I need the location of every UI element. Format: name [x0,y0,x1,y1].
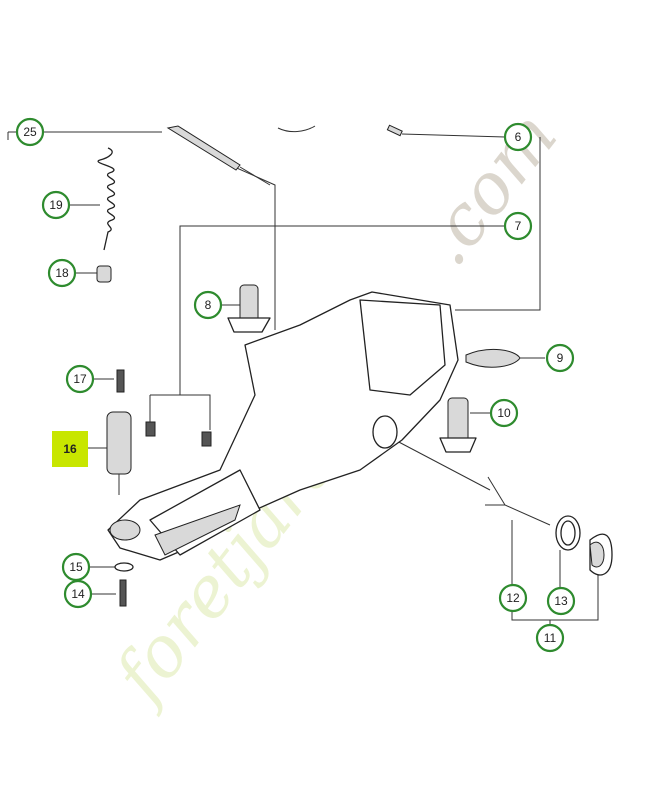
callout-12-label: 12 [506,591,520,605]
callout-15: 15 [61,552,91,582]
part-cable-top [277,125,316,133]
callout-15-label: 15 [69,560,83,574]
part-damper-16 [106,411,132,495]
callout-9-label: 9 [557,351,564,365]
callout-10: 10 [489,398,519,428]
callout-25: 25 [15,117,45,147]
part-grip-9 [465,348,521,368]
part-spring-19 [97,147,115,251]
callout-7: 7 [503,211,533,241]
part-screws-7 [145,421,212,447]
callout-8: 8 [193,290,223,320]
callout-18: 18 [47,258,77,288]
callout-16-label: 16 [63,442,77,456]
callout-16-highlight-box [52,431,88,467]
callout-14: 14 [63,579,93,609]
callout-13-label: 13 [554,594,568,608]
part-washer-15 [114,562,134,572]
part-filter-11 [589,533,613,576]
callout-9: 9 [545,343,575,373]
part-pin-6 [386,124,403,137]
callout-17: 17 [65,364,95,394]
leader-lines [7,131,599,625]
callout-18-label: 18 [55,266,69,280]
callout-6: 6 [503,122,533,152]
part-ring-13 [555,515,581,551]
callout-19: 19 [41,190,71,220]
part-damper-10 [439,397,477,453]
part-cable-12 [485,476,551,526]
callout-8-label: 8 [205,298,212,312]
callout-19-label: 19 [49,198,63,212]
callout-16-highlighted: 16 [52,431,88,467]
callout-14-label: 14 [71,587,85,601]
callout-11-label: 11 [544,631,557,645]
callout-25-label: 25 [23,125,37,139]
part-chassis [107,291,459,561]
callout-7-label: 7 [515,219,522,233]
part-damper-8 [227,284,271,333]
part-screw-17 [116,369,125,393]
callout-12: 12 [498,583,528,613]
callout-11: 11 [535,623,565,653]
callout-6-label: 6 [515,130,522,144]
part-screw-14 [119,579,127,607]
part-bushing-18 [96,265,112,283]
callout-10-label: 10 [497,406,511,420]
part-rod-25 [166,125,271,186]
callout-17-label: 17 [73,372,87,386]
callout-13: 13 [546,586,576,616]
watermark-suffix: .com [404,96,573,280]
